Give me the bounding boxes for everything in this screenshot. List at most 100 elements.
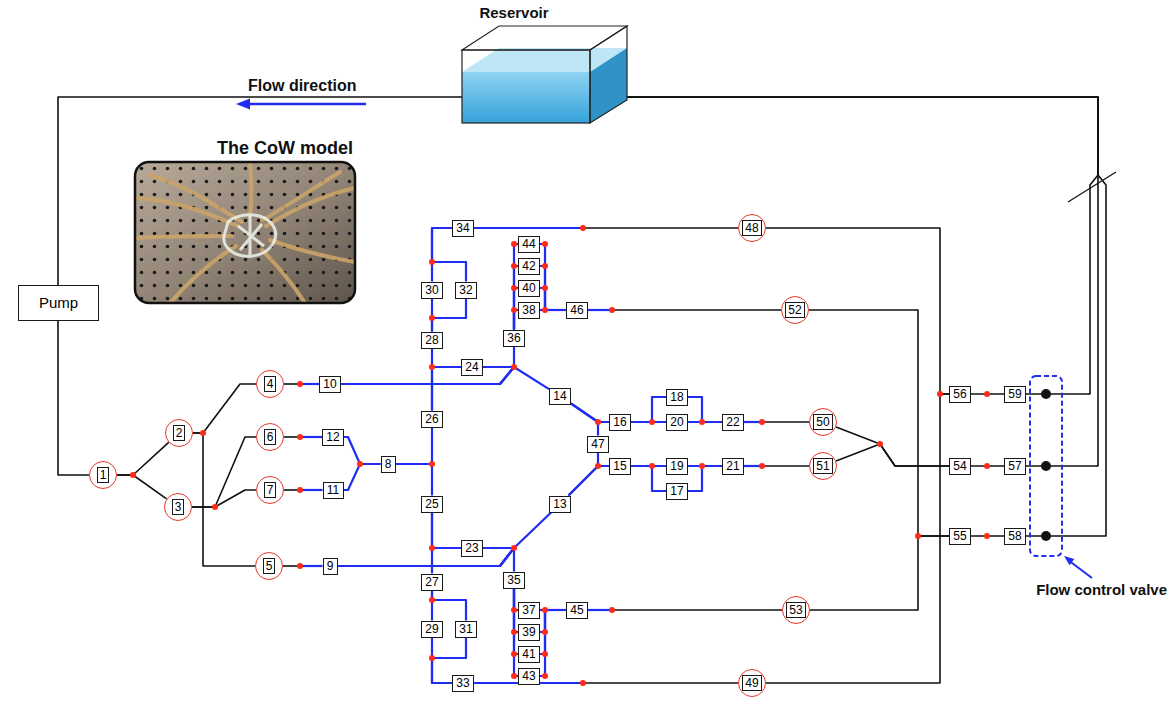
tube-line: [300, 489, 323, 491]
segment-box: 40: [518, 280, 540, 297]
tube-connector: [192, 490, 256, 507]
tube-line: [762, 465, 809, 467]
segment-box: 15: [609, 458, 631, 475]
segment-box: 29: [421, 621, 443, 638]
tube-line: [432, 228, 452, 282]
tube-line: [192, 437, 256, 507]
circled-segment: 52: [781, 296, 809, 324]
tube-line: [627, 97, 1106, 536]
segment-number: 19: [670, 459, 683, 473]
tube-line: [432, 591, 466, 621]
tube-line: [631, 466, 666, 491]
segment-box: 9: [323, 558, 338, 575]
tube-connector: [117, 442, 169, 475]
segment-box: 36: [503, 330, 525, 347]
segment-number: 35: [507, 573, 520, 587]
tube-line: [193, 384, 256, 433]
segment-box: 44: [518, 236, 540, 253]
segment-box: 11: [323, 482, 344, 499]
segment-number: 27: [425, 575, 438, 589]
tube-connector: [432, 228, 452, 282]
segment-box: 14: [549, 388, 571, 405]
flow-label: Flow direction: [248, 77, 356, 95]
tube-line: [341, 347, 514, 385]
tube-line: [766, 394, 949, 683]
tube-connector: [344, 437, 381, 464]
tube-line: [117, 475, 167, 499]
tube-line: [432, 367, 461, 411]
tube-line: [569, 453, 599, 496]
segment-box: 27: [421, 574, 443, 591]
tube-line: [588, 609, 612, 611]
segment-box: 39: [518, 624, 540, 641]
segment-number: 54: [953, 459, 966, 473]
tube-connector: [627, 97, 1098, 394]
segment-box: 8: [381, 456, 396, 473]
tube-connector: [569, 466, 610, 496]
segment-number: 12: [326, 430, 339, 444]
tube-connector: [193, 433, 255, 566]
segment-box: 22: [722, 414, 744, 431]
tube-line: [766, 228, 949, 394]
circled-segment: 4: [256, 370, 284, 398]
tube-line: [583, 682, 738, 684]
tube-line: [612, 609, 782, 611]
segment-number: 4: [264, 376, 277, 392]
valve-group-outline: [1030, 376, 1062, 556]
segment-number: 32: [459, 283, 472, 297]
tube-connector: [344, 464, 381, 490]
segment-number: 14: [553, 389, 566, 403]
tube-connector: [688, 397, 722, 422]
tube-line: [627, 97, 1098, 466]
tube-connector: [432, 299, 466, 332]
segment-number: 43: [522, 669, 535, 683]
tube-line: [688, 397, 722, 422]
photo-frame: [135, 162, 355, 303]
tube-connector: [396, 428, 433, 465]
pump-box: Pump: [18, 285, 99, 321]
segment-box: 19: [666, 458, 688, 475]
segment-box: 13: [549, 496, 571, 513]
tube-connector: [744, 466, 809, 467]
tube-line: [300, 436, 322, 438]
tube-connector: [341, 347, 514, 385]
tube-connector: [631, 466, 666, 491]
segment-box: 26: [421, 411, 443, 428]
segment-number: 2: [173, 425, 186, 441]
segment-number: 51: [813, 458, 832, 474]
tube-line: [809, 310, 949, 536]
segment-box: 33: [452, 675, 474, 692]
return-merge-slash: [1068, 172, 1116, 202]
valve-arrow: [1064, 556, 1092, 578]
circled-segment: 53: [782, 596, 810, 624]
segment-box: 31: [455, 621, 477, 638]
segment-box: 18: [666, 389, 688, 406]
tube-connector: [396, 464, 433, 496]
circled-segment: 6: [256, 423, 284, 451]
junction-dots: [130, 225, 990, 686]
model-photo-image: [135, 162, 355, 303]
segment-number: 47: [591, 437, 604, 451]
tube-connector: [588, 310, 781, 311]
tube-line: [396, 428, 433, 465]
segment-box: 35: [503, 572, 525, 589]
box-label: Pump: [39, 294, 78, 312]
tube-line: [688, 466, 722, 491]
tube-line: [338, 548, 515, 572]
tube-line: [836, 427, 949, 466]
segment-number: 40: [522, 281, 535, 295]
tube-line: [631, 421, 666, 423]
segment-number: 38: [522, 303, 535, 317]
label-box: Flow direction: [248, 77, 356, 95]
circled-segment: 50: [809, 408, 837, 436]
circled-segment: 1: [89, 461, 117, 489]
segment-box: 10: [319, 376, 341, 393]
segment-box: 30: [421, 282, 443, 299]
segment-number: 24: [465, 360, 478, 374]
model-photo: The CoW model: [133, 138, 357, 306]
tube-connector: [58, 321, 89, 475]
tube-line: [432, 638, 452, 684]
tube-connector: [432, 638, 452, 684]
segment-box: 56: [949, 386, 971, 403]
